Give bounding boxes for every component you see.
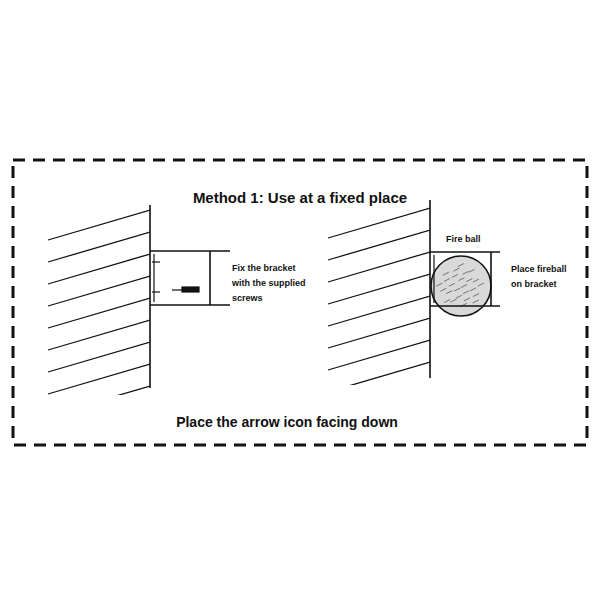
- texture-mark: [436, 283, 442, 286]
- texture-mark: [443, 272, 449, 275]
- texture-mark: [473, 279, 479, 282]
- hatch-line: [48, 254, 150, 284]
- texture-mark: [444, 300, 450, 303]
- bracket: [430, 252, 500, 306]
- hatch-line: [48, 276, 150, 306]
- instruction-label: Fix the bracket with the supplied screws: [232, 261, 312, 306]
- hatch-line: [48, 210, 150, 240]
- hatch-line: [328, 274, 430, 304]
- hatch-line: [48, 342, 150, 372]
- fire-ball: [431, 256, 491, 316]
- hatch-line: [328, 252, 430, 282]
- texture-mark: [463, 291, 469, 294]
- texture-mark: [464, 298, 470, 301]
- hatch-line: [328, 362, 430, 385]
- texture-mark: [478, 283, 484, 286]
- texture-mark: [458, 264, 464, 267]
- hatch-line: [48, 386, 150, 395]
- bracket: [150, 251, 230, 305]
- title: Method 1: Use at a fixed place: [193, 189, 407, 206]
- hatch-line: [328, 296, 430, 326]
- wall-hatching: [48, 210, 150, 395]
- texture-mark: [466, 279, 472, 282]
- texture-mark: [473, 294, 479, 297]
- texture-mark: [449, 283, 455, 286]
- screw: [152, 262, 199, 292]
- texture-mark: [470, 288, 476, 291]
- texture-mark: [463, 271, 469, 274]
- hatch-line: [328, 208, 430, 238]
- hatch-line: [328, 340, 430, 370]
- texture-mark: [458, 278, 464, 281]
- hatch-line: [328, 318, 430, 348]
- instruction-label: Place fireball on bracket: [511, 262, 579, 292]
- texture-mark: [454, 288, 460, 291]
- texture-mark: [451, 299, 457, 302]
- wall-hatching: [328, 208, 430, 385]
- dashed-frame: [13, 160, 587, 445]
- hatch-line: [48, 232, 150, 262]
- texture-mark: [456, 295, 462, 298]
- texture-mark: [444, 278, 450, 281]
- hatch-line: [48, 298, 150, 328]
- texture-mark: [473, 300, 479, 303]
- texture-mark: [461, 285, 467, 288]
- hatch-line: [48, 320, 150, 350]
- texture-mark: [440, 288, 446, 291]
- hatch-line: [328, 230, 430, 260]
- caption: Place the arrow icon facing down: [176, 414, 398, 430]
- texture-mark: [469, 269, 475, 272]
- hatch-line: [48, 364, 150, 394]
- part-label: Fire ball: [446, 232, 506, 247]
- texture-mark: [446, 291, 452, 294]
- texture-mark: [452, 274, 458, 277]
- wall: [149, 205, 151, 388]
- texture-mark: [453, 268, 459, 271]
